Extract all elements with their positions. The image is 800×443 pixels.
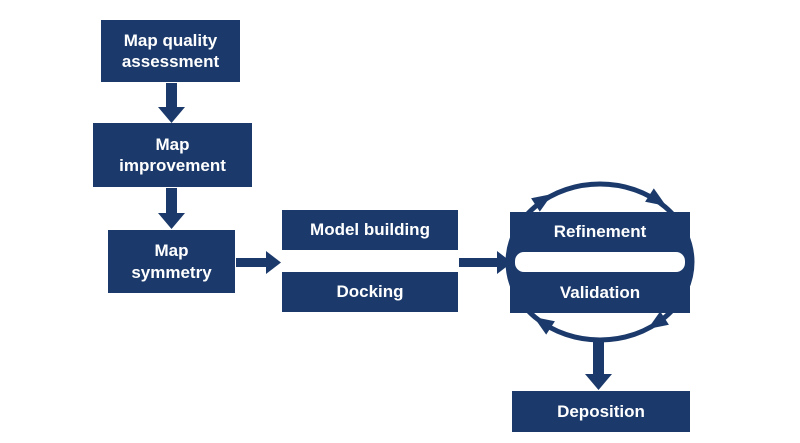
- node-docking: Docking: [282, 272, 458, 312]
- cycle-arrowhead-top-right: [645, 188, 667, 206]
- node-validation: Validation: [559, 282, 641, 302]
- node-map-improvement: Map improvement: [93, 123, 252, 187]
- node-model-building: Model building: [282, 210, 458, 250]
- node-group-refinement-validation: Refinement Validation: [510, 212, 690, 313]
- cycle-arrowhead-top-left: [531, 194, 553, 212]
- arrow-model-building-to-refinement: [459, 251, 512, 274]
- arrow-map-quality-to-map-improvement: [158, 83, 185, 123]
- node-map-symmetry: Map symmetry: [108, 230, 235, 293]
- arrow-map-improvement-to-map-symmetry: [158, 188, 185, 229]
- cycle-arrowhead-bottom-left: [533, 317, 555, 335]
- node-deposition: Deposition: [512, 391, 690, 432]
- arrow-validation-to-deposition: [585, 338, 612, 390]
- node-refinement: Refinement: [553, 222, 647, 241]
- arrow-map-symmetry-to-model-building: [236, 251, 281, 274]
- divider-stripe: [515, 252, 685, 272]
- cycle-arrowhead-bottom-right: [647, 311, 669, 329]
- node-map-quality-assessment: Map quality assessment: [101, 20, 240, 82]
